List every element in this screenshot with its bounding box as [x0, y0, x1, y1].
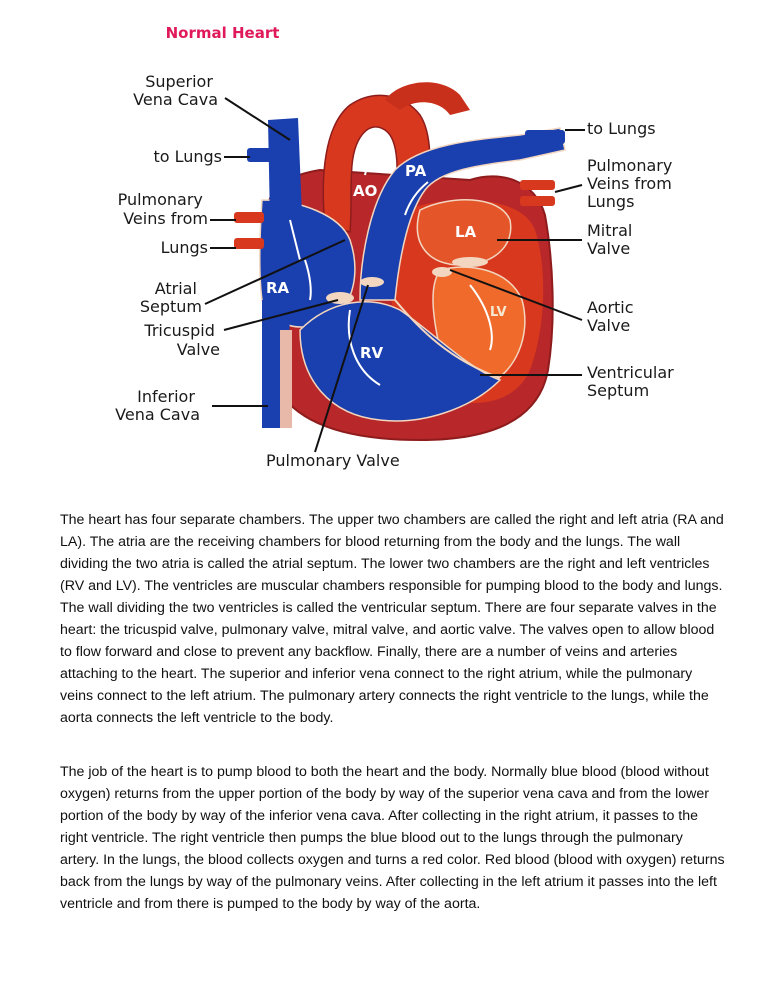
- chamber-label-lv: LV: [490, 305, 507, 320]
- label-superior-vena-cava: Superior Vena Cava: [133, 72, 218, 109]
- label-to-lungs-right: to Lungs: [587, 119, 656, 138]
- pulmonary-vein-left-2: [234, 238, 264, 249]
- label-pulmonary-veins-left: Pulmonary Veins from: [118, 190, 208, 228]
- pulmonary-valve-shape: [360, 277, 384, 287]
- pulmonary-vein-right-2: [520, 196, 555, 206]
- aortic-valve-shape: [432, 267, 452, 277]
- to-lungs-vessel-left: [247, 148, 273, 162]
- leader-pulm-veins-right: [555, 185, 582, 192]
- label-aortic-valve: Aortic Valve: [587, 298, 639, 335]
- superior-vena-cava: [268, 118, 302, 220]
- ivc-side-strip: [280, 330, 292, 428]
- label-to-lungs-left: to Lungs: [153, 147, 222, 166]
- paragraph-chambers: The heart has four separate chambers. Th…: [60, 509, 725, 729]
- heart-diagram: AO PA RA LA RV LV Superior Vena Cava to …: [0, 0, 777, 480]
- label-lungs-left: Lungs: [161, 238, 208, 257]
- chamber-label-rv: RV: [360, 344, 384, 362]
- flow-arrow-ao: [365, 140, 380, 175]
- to-lungs-vessel-right: [525, 130, 565, 144]
- label-ventricular-septum: Ventricular Septum: [587, 363, 679, 400]
- label-pulmonary-veins-right: Pulmonary Veins from Lungs: [587, 156, 677, 211]
- mitral-valve-shape: [452, 257, 488, 267]
- label-pulmonary-valve: Pulmonary Valve: [266, 451, 400, 470]
- paragraph-blood-flow: The job of the heart is to pump blood to…: [60, 761, 725, 915]
- chamber-label-pa: PA: [405, 162, 427, 180]
- chamber-label-la: LA: [455, 223, 477, 241]
- label-inferior-vena-cava: Inferior Vena Cava: [115, 387, 200, 424]
- label-atrial-septum: Atrial Septum: [140, 279, 202, 316]
- pulmonary-vein-right-1: [520, 180, 555, 190]
- chamber-label-ra: RA: [266, 279, 290, 297]
- pulmonary-vein-left-1: [234, 212, 264, 223]
- label-mitral-valve: Mitral Valve: [587, 221, 637, 258]
- chamber-label-ao: AO: [353, 182, 377, 200]
- label-tricuspid-valve: Tricuspid Valve: [143, 321, 220, 359]
- leader-svc: [225, 98, 290, 140]
